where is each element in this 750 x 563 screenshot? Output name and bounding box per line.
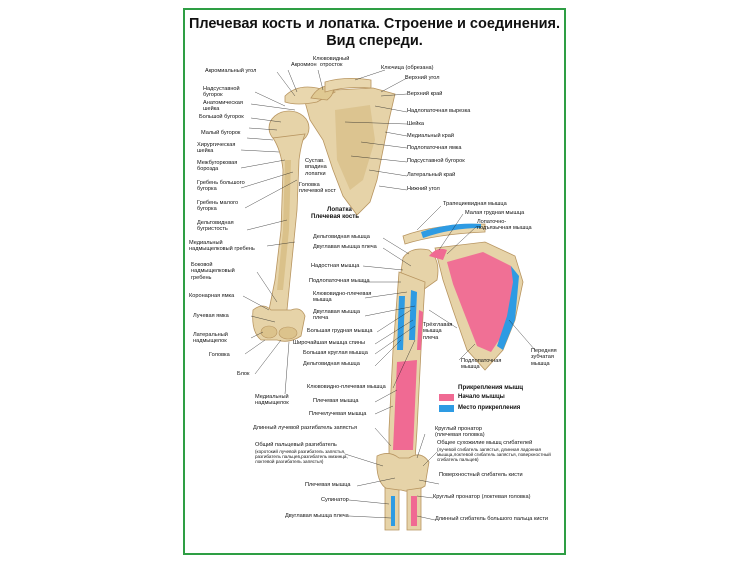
label-podlopatochnaya2: Подлопаточная мышца [461, 358, 502, 371]
label-dlinny-luchevoy: Длинный лучевой разгибатель запястья [253, 425, 357, 431]
poster: Плечевая кость и лопатка. Строение и сое… [183, 8, 566, 555]
trapezius-attachment [421, 223, 481, 238]
distal-humerus [252, 305, 306, 342]
trochlea [278, 326, 298, 340]
subscapular-origin [447, 252, 517, 352]
label-bolshaya-grudnaya: Большая грудная мышца [307, 328, 373, 334]
label-sheyka: Шейка [407, 121, 425, 127]
label-plecheluchevaya: Плечелучевая мышца [309, 411, 367, 417]
label-obshchee-sukhozhilie: Общее сухожилие мышц сгибателей [437, 440, 533, 446]
label-mezhbugorkovaya: Межбугорковая борозда [197, 160, 238, 173]
label-poverkhnostny: Поверхностный сгибатель кисти [439, 472, 523, 478]
label-obshchy-palchevoy-note: (коротокий лучевой разгибатель запястья,… [255, 449, 348, 465]
label-podsustavnoy: Подсуставной бугорок [407, 158, 465, 164]
label-lateralny-kray: Латеральный край [407, 172, 456, 178]
coracobrachialis-insertion [417, 310, 423, 350]
legend-title: Прикрепления мышц [458, 384, 524, 391]
forearm-insertion [391, 496, 395, 526]
label-medialny-kray: Медиальный край [407, 133, 454, 139]
label-verkhny-ugol: Верхний угол [405, 75, 440, 81]
label-deltovidnaya-bugristost: Дельтовидная бугристость [197, 220, 234, 233]
label-koronarnaya-yamka: Коронарная ямка [189, 293, 235, 299]
humerus-illustration [252, 110, 310, 342]
label-nizhny-ugol: Нижний угол [407, 186, 440, 192]
label-obshchee-sukhozhilie-note: (лучевой сгибатель запястья, длинная лад… [437, 447, 551, 463]
pectoralis-insertion [409, 290, 417, 340]
deltoid-insertion [397, 296, 405, 350]
label-khirurgicheskaya-sheyka: Хирургическая шейка [197, 142, 236, 155]
humerus-shaft-shadow [277, 160, 291, 290]
legend-insertion-swatch [439, 405, 454, 412]
label-bokovoy-greben: Боковой надмыщелковый гребень [191, 262, 235, 281]
scapula-illustration [284, 78, 396, 216]
label-maly-bugorok: Малый бугорок [201, 130, 241, 136]
label-greben-bolshogo: Гребень большого бугорка [197, 180, 245, 193]
legend-origin-label: Начало мышцы [458, 394, 505, 400]
title-line-2: Вид спереди. [326, 33, 423, 49]
label-golovka: Головка [209, 352, 230, 358]
label-klyuvovidny: Клювовидный отросток [313, 56, 350, 69]
label-klyuvovidno-plechevaya: Клювовидно-плечевая мышца [313, 291, 372, 304]
label-anatomicheskaya-sheyka: Анатомическая шейка [203, 100, 243, 113]
label-lateralny-nadmyshchelok: Латеральный надмыщелок [193, 332, 228, 345]
label-nadlopatochnaya-vyrezka: Надлопаточная вырезка [407, 108, 471, 114]
label-klyuvovidno-plechevaya2: Клювовидно-плечевая мышца [307, 384, 386, 390]
serratus-insertion [497, 266, 519, 350]
label-verkhny-kray: Верхний край [407, 91, 443, 97]
clavicle-stub [324, 78, 372, 93]
title-line-1: Плечевая кость и лопатка. Строение и сое… [188, 16, 560, 32]
attachments-illustration [376, 223, 524, 531]
label-luchevaya-yamka: Лучевая ямка [193, 313, 229, 319]
label-dvuglavaya-plecha: Двуглавая мышца плеча [313, 309, 360, 322]
label-medialny-nadmyshchelok: Медиальный надмыщелок [255, 394, 289, 407]
label-nadostnaya: Надостная мышца [311, 263, 360, 269]
label-plechevaya-kost: Плечевая кость [311, 213, 360, 220]
label-perednyaya-zubchataya: Передняя зубчатая мышца [531, 348, 557, 367]
label-blok: Блок [237, 371, 250, 377]
poster-title: Плечевая кость и лопатка. Строение и сое… [185, 16, 564, 50]
legend-origin-swatch [439, 394, 454, 401]
label-podlopatochnaya: Подлопаточная мышца [309, 278, 370, 284]
label-deltovidnaya: Дельтовидная мышца [313, 234, 370, 240]
label-podlopatochnaya-yamka: Подлопаточная ямка [407, 145, 462, 151]
forearm-origin [411, 496, 417, 526]
clavicle-right [402, 223, 486, 245]
label-lopatka: Лопатка [327, 206, 352, 213]
label-krugly-pronator: Круглый пронатор (плечевая головка) [435, 426, 485, 439]
label-lopatochno-podyazychnaya: Лопаточно- подъязычная мышца [477, 219, 532, 232]
label-medialny-greben: Медиальный надмыщелковый гребень [189, 240, 255, 253]
label-sustavnaya-vpadina: Сустав. впадина лопатки [305, 158, 327, 177]
label-trapetsievidnaya: Трапециевидная мышца [443, 201, 507, 207]
brachialis-origin [393, 360, 417, 450]
label-akromion: Акромион [291, 62, 317, 68]
label-dlinny-sgibatel: Длинный сгибатель большого пальца кисти [435, 516, 549, 522]
coracoid-right [429, 248, 447, 260]
label-plechevaya2: Плечевая мышца [305, 482, 351, 488]
label-bolshoy-bugorok: Большой бугорок [199, 114, 244, 120]
label-nadsustavny: Надсуставной бугорок [203, 86, 240, 99]
label-supinator: Супинатор [321, 497, 349, 503]
legend-insertion-label: Место прикрепления [458, 405, 521, 411]
label-greben-malogo: Гребень малого бугорка [197, 200, 239, 213]
leader-lines [240, 69, 536, 521]
label-dvuglavaya3: Двуглавая мышца плеча [285, 513, 349, 519]
label-plechevaya: Плечевая мышца [313, 398, 359, 404]
label-klyuchitsa: Ключица (обрезана) [381, 65, 434, 71]
label-dvuglavaya: Двуглавая мышца плеча [313, 244, 377, 250]
label-bolshaya-kruglaya: Большая круглая мышца [303, 350, 368, 356]
label-akromialny-ugol: Акромиальный угол [205, 68, 257, 74]
label-krugly-pronator2: Круглый пронатор (локтевая головка) [433, 494, 531, 500]
label-malaya-grudnaya: Малая грудная мышца [465, 210, 525, 216]
capitulum [260, 325, 278, 339]
distal-humerus-right [376, 453, 430, 492]
label-obshchy-palchevoy: Общий пальцевый разгибатель [255, 442, 337, 448]
label-deltovidnaya2: Дельтовидная мышца [303, 361, 360, 367]
anatomy-illustration [240, 69, 536, 531]
label-shirochayshaya: Широчайшая мышца спины [293, 340, 365, 346]
label-trekhglavaya: Трёхглавая мышца плеча [423, 322, 453, 341]
scapula-shadow [335, 105, 375, 190]
label-golovka-plechevoy: Головка плечевой кост [299, 182, 336, 195]
